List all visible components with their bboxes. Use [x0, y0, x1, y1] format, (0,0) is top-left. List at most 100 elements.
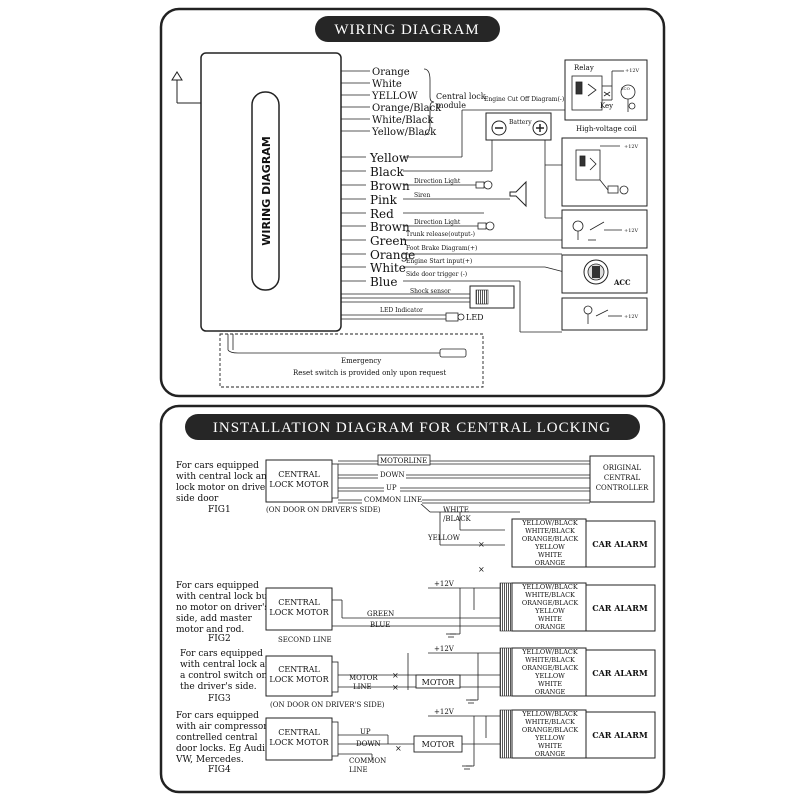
engine-cut-off-label: Engine Cut Off Diagram(-) — [484, 96, 564, 103]
fig4-desc: VW, Mercedes. — [175, 755, 244, 765]
fig2-central-lock-motor — [265, 587, 333, 631]
alarm-wire-label: WHITE/BLACK — [525, 718, 575, 726]
top-wire-label: White — [372, 79, 402, 90]
fig1-motorline: MOTORLINE — [380, 457, 427, 465]
cut-mark-icon: × — [478, 565, 485, 574]
emergency-switch-icon — [439, 348, 467, 358]
emergency-dashed-box — [219, 333, 484, 388]
acc-label: ACC — [613, 278, 631, 287]
main-wire-label: Green — [370, 234, 408, 248]
main-wire-label: Pink — [370, 193, 398, 207]
fig1-white-black: WHITE — [443, 506, 469, 514]
fig3-wire-harness — [511, 647, 587, 697]
fig2-desc: no motor on driver's — [176, 603, 269, 613]
main-wire-label: Black — [370, 165, 405, 179]
fig1-section: For cars equipped with central lock and … — [176, 454, 656, 574]
fig3-desc: with central lock and — [180, 660, 277, 670]
fig2-second-line: SECOND LINE — [278, 636, 332, 644]
bulb-icon — [477, 221, 495, 231]
motor-label: LOCK MOTOR — [269, 480, 329, 489]
fig3-motor-box — [415, 674, 461, 689]
motor-label: CENTRAL — [278, 598, 320, 607]
fig4-section: For cars equipped with air compressor co… — [175, 708, 656, 775]
fig4-desc: For cars equipped — [176, 711, 259, 721]
fig4-common-line: COMMON — [349, 757, 386, 765]
fig3-central-lock-motor — [265, 655, 333, 697]
relay-12v-label: +12V — [625, 68, 640, 74]
motor-label: LOCK MOTOR — [269, 738, 329, 747]
fig4-wires — [338, 715, 500, 767]
main-wire-label: Orange — [370, 248, 415, 262]
fig3-section: For cars equipped with central lock and … — [180, 645, 656, 709]
alarm-wire-label: WHITE — [538, 615, 562, 623]
fig1-up: UP — [386, 484, 397, 492]
main-wire-label: Yellow — [369, 151, 410, 165]
fig1-wire-harness — [511, 518, 587, 568]
fig2-wire-harness — [511, 582, 587, 632]
motor-label: CENTRAL — [278, 665, 320, 674]
motor-label: LOCK MOTOR — [269, 608, 329, 617]
engine-start-label: Engine Start input(+) — [406, 258, 472, 265]
main-wire-label: Brown — [370, 179, 410, 193]
fig3-desc: For cars equipped — [180, 649, 263, 659]
fig2-desc: motor and rod. — [176, 625, 244, 635]
alarm-wire-label: YELLOW/BLACK — [521, 519, 578, 527]
headlight-relay-icon — [575, 145, 629, 195]
high-voltage-coil-label: High-voltage coil — [576, 125, 637, 133]
install-title-pill — [185, 414, 640, 440]
car-alarm-label: CAR ALARM — [592, 730, 648, 740]
cut-mark-icon: × — [392, 683, 399, 692]
battery-label: Battery — [509, 119, 532, 126]
relay-label: Relay — [574, 64, 594, 72]
shock-sensor-label: Shock sensor — [410, 288, 451, 295]
fig3-12v: +12V — [434, 645, 455, 653]
controller-label: CONTROLLER — [596, 484, 649, 492]
fig2-12v: +12V — [434, 580, 455, 588]
brake-switch-icon — [572, 220, 622, 241]
fig1-car-alarm — [585, 520, 656, 568]
relay-12v-label: +12V — [624, 144, 639, 150]
top-wire-label: Orange — [372, 67, 410, 78]
fig2-blue: BLUE — [370, 621, 390, 629]
fig2-desc: with central lock but — [176, 592, 271, 602]
fig4-wire-harness — [511, 709, 587, 759]
alarm-wire-label: YELLOW/BLACK — [521, 710, 578, 718]
alarm-wire-label: WHITE — [538, 551, 562, 559]
fig2-desc: side, add master — [176, 614, 253, 624]
main-wire-label: Brown — [370, 220, 410, 234]
fig4-up: UP — [360, 728, 371, 736]
wiring-connection-lines — [403, 109, 573, 333]
fig3-label: FIG3 — [208, 694, 231, 704]
ground-icon — [466, 699, 476, 704]
module-label-capsule — [251, 91, 280, 291]
relay-icon — [571, 70, 624, 111]
shock-led-lines — [341, 293, 470, 320]
direction-light-label: Direction Light — [414, 219, 461, 226]
fig1-central-lock-motor — [265, 459, 333, 503]
main-wire-label: White — [370, 261, 406, 275]
fig4-desc: door locks. Eg Audi, — [176, 744, 268, 754]
alarm-wire-label: YELLOW/BLACK — [521, 648, 578, 656]
main-wire-label: Blue — [370, 275, 398, 289]
direction-light-label: Direction Light — [414, 178, 461, 185]
alarm-wire-label: ORANGE — [535, 559, 566, 567]
ignition-key-icon — [583, 259, 609, 285]
fig4-motor-box — [413, 735, 463, 753]
top-wire-label: YELLOW — [371, 91, 418, 102]
wiring-title: WIRING DIAGRAM — [334, 22, 479, 38]
fig1-desc: lock motor on driver's — [176, 483, 277, 493]
fig4-motor-label: MOTOR — [422, 740, 456, 749]
controller-label: ORIGINAL — [603, 464, 641, 472]
install-title: INSTALLATION DIAGRAM FOR CENTRAL LOCKING — [213, 420, 611, 436]
fig2-green: GREEN — [367, 610, 394, 618]
fig1-label: FIG1 — [208, 505, 231, 515]
car-alarm-label: CAR ALARM — [592, 539, 648, 549]
side-door-label: Side door trigger (-) — [406, 271, 467, 278]
led-label: LED — [466, 313, 484, 322]
key-label: Key — [600, 102, 613, 110]
foot-brake-label: Foot Brake Diagram(+) — [406, 245, 477, 252]
top-wire-label: Yellow/Black — [371, 127, 437, 138]
cut-mark-icon: × — [478, 540, 485, 549]
key-sub-label: 2CO — [621, 86, 631, 91]
fig4-label: FIG4 — [208, 765, 231, 775]
